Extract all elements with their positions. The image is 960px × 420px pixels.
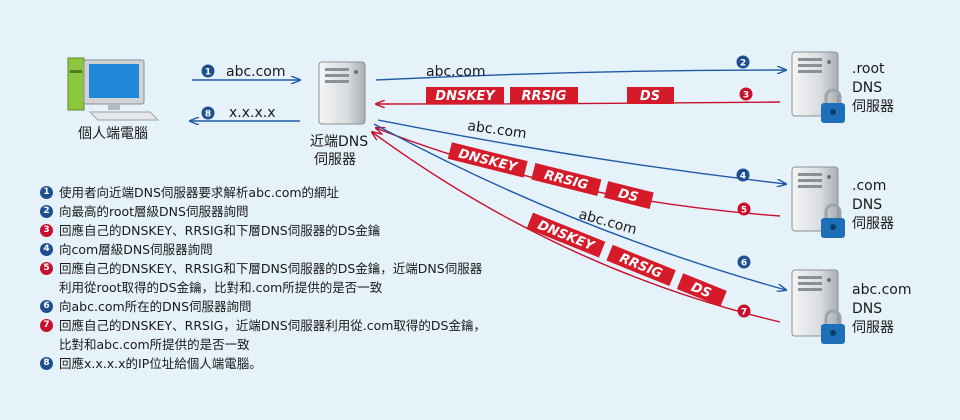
step-legend: 1 使用者向近端DNS伺服器要求解析abc.com的網址 2 向最高的root層級DN… — [40, 183, 600, 373]
step-item: 5 回應自己的DNSKEY、RRSIG和下層DNS伺服器的DS金鑰，近端DNS伺服… — [40, 259, 600, 297]
step-item: 8 回應x.x.x.x的IP位址給個人端電腦。 — [40, 354, 600, 373]
step-4-marker: 4 — [736, 168, 750, 182]
client-label: 個人端電腦 — [78, 126, 148, 142]
resolver-server-icon — [318, 61, 366, 125]
svg-text:DS: DS — [640, 89, 660, 104]
com-ds-record: DS — [604, 181, 654, 210]
query-root-label: abc.com — [426, 64, 486, 80]
root-dnskey-record: DNSKEY — [426, 87, 504, 104]
abc-label-line2: DNS — [852, 301, 882, 317]
step-item: 6 向abc.com所在的DNS伺服器詢問 — [40, 297, 600, 316]
step-number-badge: 3 — [40, 224, 53, 237]
arrow-step-4 — [377, 119, 786, 184]
step-item: 2 向最高的root層級DNS伺服器詢問 — [40, 202, 600, 221]
step-2-marker: 2 — [736, 55, 750, 69]
arrow-step-7 — [372, 132, 781, 323]
step-3-marker: 3 — [739, 87, 753, 101]
step-7-marker: 7 — [737, 304, 751, 318]
step-text: 向abc.com所在的DNS伺服器詢問 — [59, 299, 252, 314]
svg-text:5: 5 — [741, 206, 747, 216]
arrow-step-2 — [375, 70, 786, 81]
abc-lock-icon — [821, 309, 845, 344]
abc-label-line1: abc.com — [852, 282, 912, 298]
root-ds-record: DS — [627, 87, 674, 104]
step-text: 使用者向近端DNS伺服器要求解析abc.com的網址 — [59, 185, 340, 200]
root-label-line1: .root — [852, 61, 885, 77]
svg-text:7: 7 — [741, 308, 747, 318]
step-5-marker: 5 — [737, 202, 751, 216]
step-number-badge: 2 — [40, 205, 53, 218]
com-dnskey-record: DNSKEY — [447, 142, 528, 178]
svg-text:DNSKEY: DNSKEY — [435, 89, 496, 104]
step-number-badge: 8 — [40, 357, 53, 370]
resolver-label-line2: 伺服器 — [314, 152, 356, 168]
step-number-badge: 7 — [40, 319, 53, 332]
svg-text:DS: DS — [689, 280, 713, 301]
step-8-marker: 8 — [201, 106, 215, 120]
root-rrsig-record: RRSIG — [510, 87, 578, 104]
step-item: 3 回應自己的DNSKEY、RRSIG和下層DNS伺服器的DS金鑰 — [40, 221, 600, 240]
answer-client-label: x.x.x.x — [229, 105, 276, 121]
step-number-badge: 4 — [40, 243, 53, 256]
com-label-line3: 伺服器 — [852, 216, 894, 232]
step-text: 向com層級DNS伺服器詢問 — [59, 242, 213, 257]
svg-text:8: 8 — [205, 110, 211, 120]
step-text: 回應x.x.x.x的IP位址給個人端電腦。 — [59, 356, 262, 371]
step-text: 向最高的root層級DNS伺服器詢問 — [59, 204, 249, 219]
step-text: 回應自己的DNSKEY、RRSIG和下層DNS伺服器的DS金鑰 — [59, 223, 381, 238]
root-label-line3: 伺服器 — [852, 99, 894, 115]
svg-text:3: 3 — [743, 91, 749, 101]
step-item: 7 回應自己的DNSKEY、RRSIG，近端DNS伺服器利用從.com取得的DS金… — [40, 316, 600, 354]
query-client-label: abc.com — [226, 64, 286, 80]
svg-text:1: 1 — [205, 68, 211, 78]
step-number-badge: 6 — [40, 300, 53, 313]
root-label-line2: DNS — [852, 80, 882, 96]
abc-ds-record: DS — [676, 273, 727, 307]
com-label-line2: DNS — [852, 197, 882, 213]
svg-text:2: 2 — [740, 59, 746, 69]
client-computer-icon — [67, 57, 160, 121]
svg-text:4: 4 — [740, 172, 746, 182]
step-text: 回應自己的DNSKEY、RRSIG和下層DNS伺服器的DS金鑰，近端DNS伺服器… — [59, 261, 483, 295]
svg-text:RRSIG: RRSIG — [522, 89, 567, 104]
step-1-marker: 1 — [201, 64, 215, 78]
step-6-marker: 6 — [737, 255, 751, 269]
root-lock-icon — [821, 88, 845, 123]
com-lock-icon — [821, 203, 845, 238]
arrow-step-6 — [373, 123, 786, 290]
com-label-line1: .com — [852, 178, 886, 194]
step-item: 4 向com層級DNS伺服器詢問 — [40, 240, 600, 259]
step-number-badge: 5 — [40, 262, 53, 275]
abc-label-line3: 伺服器 — [852, 320, 894, 336]
svg-text:DS: DS — [617, 186, 640, 205]
svg-text:RRSIG: RRSIG — [617, 251, 665, 282]
step-number-badge: 1 — [40, 186, 53, 199]
resolver-label-line1: 近端DNS — [310, 134, 368, 150]
step-item: 1 使用者向近端DNS伺服器要求解析abc.com的網址 — [40, 183, 600, 202]
svg-text:6: 6 — [741, 259, 747, 269]
step-text: 回應自己的DNSKEY、RRSIG，近端DNS伺服器利用從.com取得的DS金鑰… — [59, 318, 486, 352]
